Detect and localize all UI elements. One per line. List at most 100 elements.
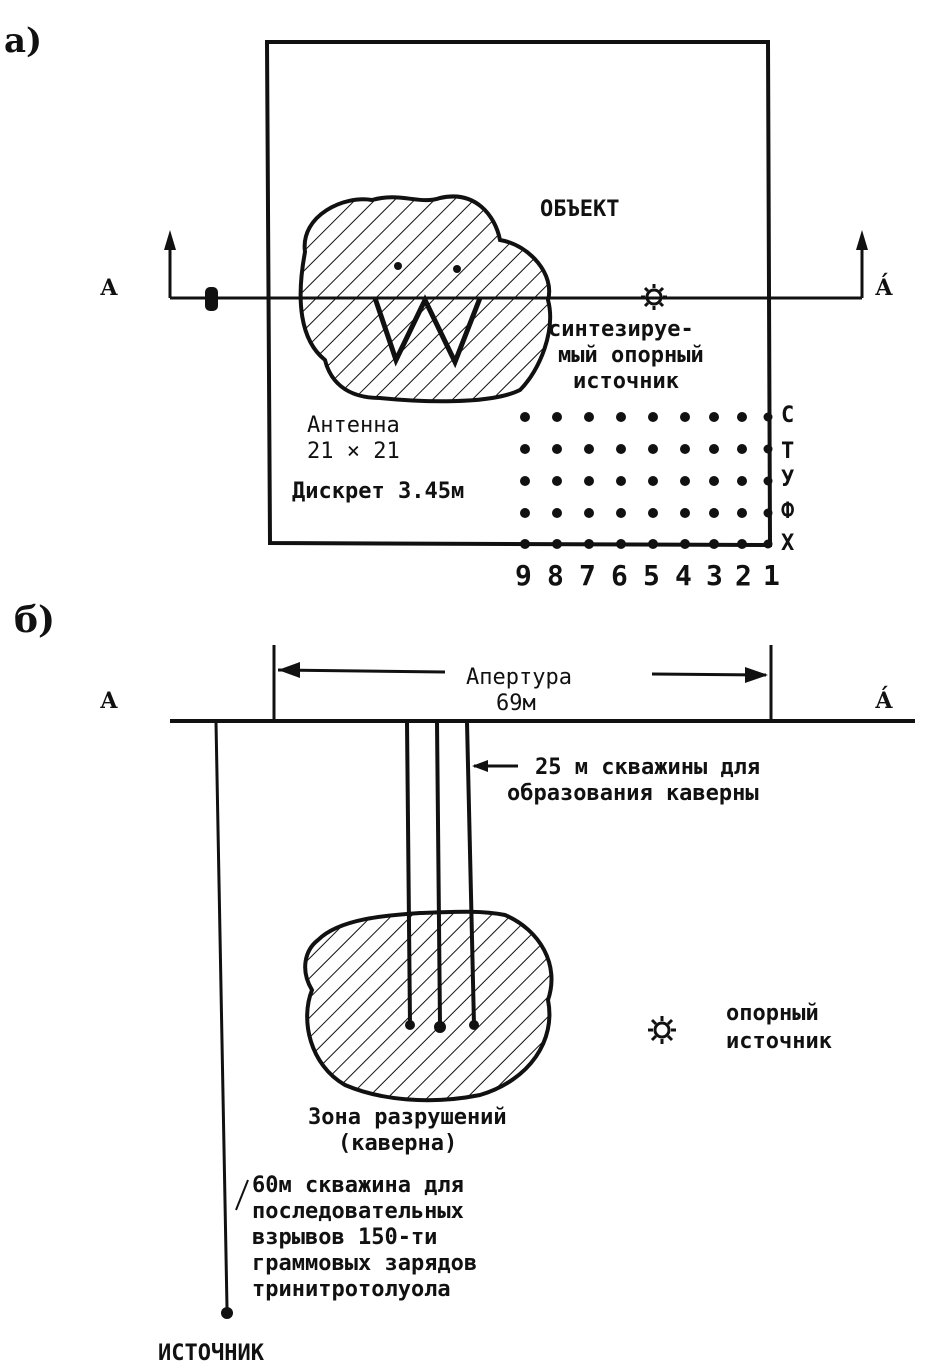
- damage-zone-sublabel: (каверна): [338, 1131, 457, 1156]
- borehole-dot: [453, 265, 461, 273]
- reference-source-line-2: мый опорный: [558, 343, 704, 368]
- damage-zone-blob: [303, 909, 554, 1103]
- antenna-grid-dot: [584, 412, 594, 422]
- antenna-grid-dot: [584, 539, 594, 549]
- reference-source-line-3: источник: [573, 369, 679, 394]
- antenna-grid-dot: [737, 444, 747, 454]
- aperture-arrow-left: [277, 668, 446, 674]
- deep-borehole-note-line-1: 60м скважина для: [252, 1173, 464, 1198]
- aperture-arrowhead-left-icon: [278, 662, 300, 678]
- antenna-grid-dot: [648, 444, 658, 454]
- reference-source-b-line-2: источник: [726, 1029, 832, 1054]
- grid-col-label: 4: [675, 559, 692, 592]
- antenna-grid-dot: [552, 508, 562, 518]
- antenna-grid-dot: [709, 539, 719, 549]
- antenna-grid-dot: [763, 508, 773, 518]
- antenna-grid-dot: [709, 508, 719, 518]
- antenna-grid-dot: [616, 539, 626, 549]
- antenna-grid-dot: [552, 444, 562, 454]
- antenna-grid-dot: [584, 508, 594, 518]
- grid-col-label: 6: [611, 559, 628, 592]
- antenna-grid-dot: [648, 539, 658, 549]
- deep-borehole-note-line-3: взрывов 150-ти: [252, 1225, 437, 1250]
- antenna-grid-dot: [709, 444, 719, 454]
- deep-borehole-pointer: [235, 1179, 249, 1211]
- grid-col-label: 1: [763, 559, 780, 592]
- grid-row-label: Х: [781, 531, 794, 556]
- charge-point-icon: [405, 1020, 415, 1030]
- aperture-arrowhead-right-icon: [745, 667, 768, 683]
- section-left-label: А: [100, 275, 118, 301]
- charge-point-icon: [434, 1021, 446, 1033]
- antenna-grid-dot: [520, 508, 530, 518]
- antenna-grid-dot: [552, 412, 562, 422]
- antenna-grid-dot: [616, 412, 626, 422]
- antenna-grid-dot: [520, 444, 530, 454]
- short-borehole: [465, 721, 476, 1026]
- antenna-grid-dot: [648, 412, 658, 422]
- antenna-grid-dot: [680, 476, 690, 486]
- antenna-grid-dot: [648, 508, 658, 518]
- section-arrow-left-icon: [164, 230, 176, 250]
- short-borehole: [435, 721, 442, 1026]
- antenna-size: 21 × 21: [307, 439, 400, 464]
- boreholes-pointer-arrow-icon: [472, 760, 488, 772]
- borehole-trace: [372, 294, 483, 369]
- antenna-grid-dot: [737, 476, 747, 486]
- grid-col-label: 2: [735, 559, 752, 592]
- grid-col-label: 8: [547, 559, 564, 592]
- grid-row-label: Т: [781, 439, 794, 464]
- antenna-grid-dot: [616, 508, 626, 518]
- antenna-grid-dot: [616, 476, 626, 486]
- discrete-label: Дискрет 3.45м: [292, 479, 464, 504]
- antenna-grid-dot: [584, 444, 594, 454]
- section-arrow-right-icon: [856, 230, 868, 250]
- antenna-grid-dot: [680, 412, 690, 422]
- borehole-dot: [394, 262, 402, 270]
- antenna-grid-dot: [520, 412, 530, 422]
- antenna-grid-dot: [709, 412, 719, 422]
- reference-source-line-1: синтезируе-: [548, 317, 694, 342]
- object-label: ОБЪЕКТ: [540, 197, 619, 222]
- source-marker-icon: [205, 287, 218, 311]
- deep-borehole-note-line-4: граммовых зарядов: [252, 1251, 477, 1276]
- damage-zone-label: Зона разрушений: [308, 1105, 507, 1130]
- boreholes-note-line-1: 25 м скважины для: [535, 755, 760, 780]
- antenna-label: Антенна: [307, 413, 400, 438]
- panel-b-label: б): [14, 599, 55, 641]
- deep-borehole-note-line-2: последовательных: [252, 1199, 464, 1224]
- boreholes-note-line-2: образования каверны: [507, 781, 759, 806]
- antenna-grid: [520, 412, 773, 549]
- antenna-grid-dot: [763, 444, 773, 454]
- grid-col-label: 5: [643, 559, 660, 592]
- section-right-label: А́: [875, 273, 893, 301]
- reference-source-b-line-1: опорный: [726, 1001, 819, 1026]
- antenna-grid-dot: [648, 476, 658, 486]
- source-point-icon: [221, 1307, 233, 1319]
- antenna-grid-dot: [680, 508, 690, 518]
- reference-source-star-icon: [641, 284, 667, 310]
- grid-col-label: 7: [579, 559, 596, 592]
- antenna-grid-dot: [552, 476, 562, 486]
- grid-row-label: Ф: [781, 499, 794, 524]
- antenna-grid-dot: [737, 412, 747, 422]
- antenna-grid-dot: [737, 508, 747, 518]
- antenna-grid-dot: [552, 539, 562, 549]
- section-b-right-label: А́: [875, 686, 893, 714]
- deep-borehole-note-line-5: тринитротолуола: [252, 1277, 451, 1302]
- antenna-grid-dot: [616, 444, 626, 454]
- charge-point-icon: [469, 1020, 479, 1030]
- section-b-left-label: А: [100, 688, 118, 714]
- grid-col-label: 9: [515, 559, 532, 592]
- antenna-grid-dot: [520, 476, 530, 486]
- source-label: ИСТОЧНИК: [158, 1341, 265, 1366]
- short-borehole: [405, 721, 412, 1026]
- antenna-grid-dot: [763, 539, 773, 549]
- antenna-grid-dot: [680, 444, 690, 454]
- reference-source-b-icon: [648, 1016, 676, 1044]
- antenna-grid-dot: [709, 476, 719, 486]
- antenna-grid-dot: [584, 476, 594, 486]
- grid-row-label: У: [781, 467, 794, 492]
- aperture-value: 69м: [496, 691, 536, 716]
